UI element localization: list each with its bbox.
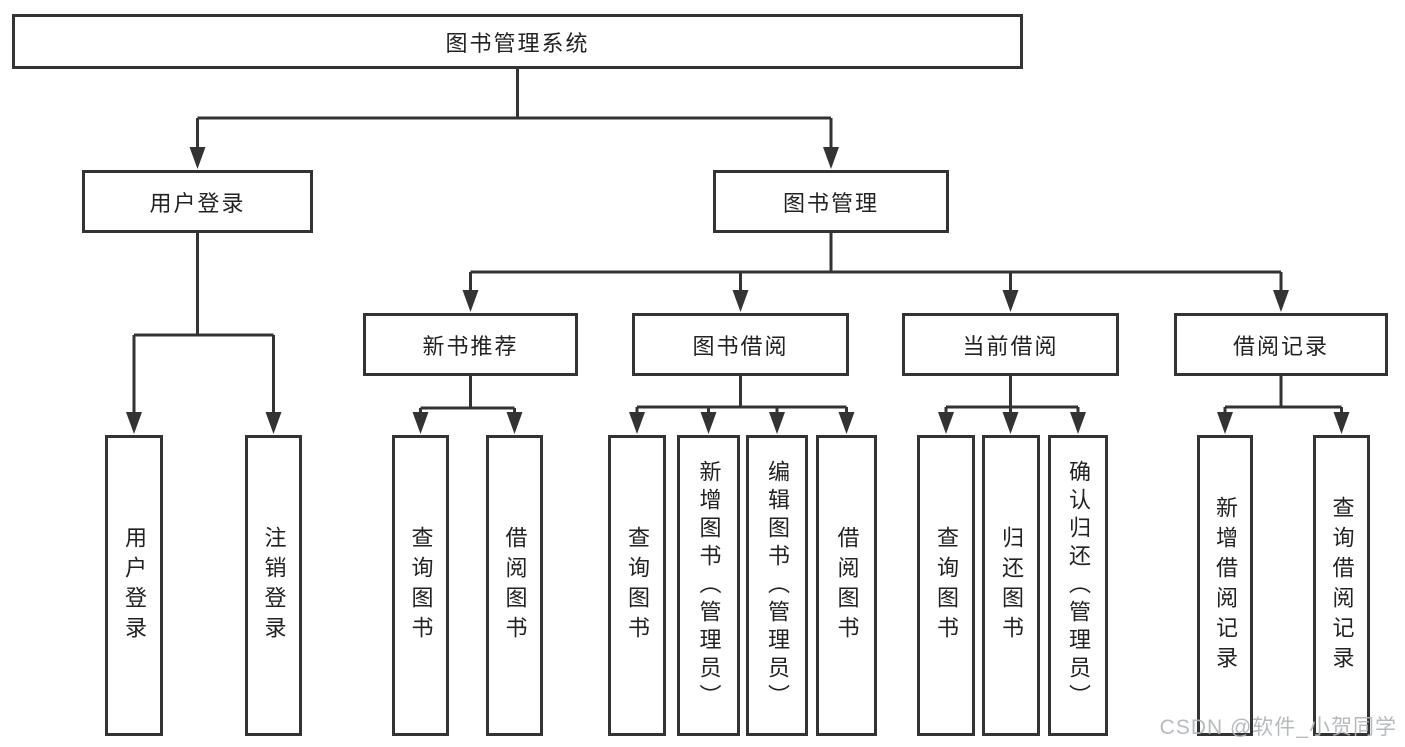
node-book-borrow: 图书借阅 [632,313,849,376]
connector-book-borrow-branch [635,376,848,414]
arrow-icon [629,412,645,434]
arrow-icon [189,147,206,169]
node-user-login: 用户登录 [82,170,313,233]
leaf-nb-query-book-label: 查询图书 [408,525,434,646]
csdn-watermark: CSDN @软件_小贺同学 [1159,716,1397,739]
leaf-cb-confirm-return-admin: 确认归还（管理员） [1048,435,1108,736]
arrow-icon [700,412,717,434]
connector-book-mgmt-branch [469,233,1283,292]
arrow-icon [126,412,142,434]
node-user-login-label: 用户登录 [149,190,246,216]
arrow-icon [1217,412,1233,434]
arrow-icon [732,290,749,312]
arrow-icon [1333,412,1350,434]
node-root-label: 图书管理系统 [445,30,590,56]
node-borrow-record-label: 借阅记录 [1232,333,1329,359]
arrow-icon [265,412,282,434]
leaf-cb-return-book-label: 归还图书 [999,525,1024,646]
node-current-borrow-label: 当前借阅 [962,333,1059,359]
node-new-book-recommend-label: 新书推荐 [422,333,519,359]
arrow-icon [462,290,479,312]
leaf-bb-edit-book-admin-label: 编辑图书（管理员） [765,459,790,712]
connector-new-book-branch [419,376,516,414]
leaf-cb-query-book-label: 查询图书 [934,525,959,646]
node-current-borrow: 当前借阅 [902,313,1119,376]
arrow-icon [412,412,429,434]
node-new-book-recommend: 新书推荐 [363,313,578,376]
leaf-bb-borrow-book: 借阅图书 [816,435,877,736]
connector-user-login-branch [132,233,275,414]
arrow-icon [1002,290,1019,312]
leaf-nb-borrow-book: 借阅图书 [486,435,543,736]
connector-borrow-record-branch [1223,376,1343,414]
leaf-bb-edit-book-admin: 编辑图书（管理员） [746,435,808,736]
leaf-cb-confirm-return-admin-label: 确认归还（管理员） [1066,459,1091,712]
arrow-icon [1273,290,1289,312]
leaf-user-login: 用户登录 [105,435,163,736]
connector-root-to-level1 [196,69,833,149]
connector-current-borrow-branch [944,376,1080,414]
leaf-nb-borrow-book-label: 借阅图书 [502,525,528,646]
arrow-icon [938,412,954,434]
node-book-mgmt: 图书管理 [713,170,949,233]
leaf-nb-query-book: 查询图书 [392,435,449,736]
leaf-bb-borrow-book-label: 借阅图书 [834,525,860,646]
leaf-br-add-record: 新增借阅记录 [1197,435,1253,736]
leaf-cb-return-book: 归还图书 [982,435,1040,736]
leaf-br-query-record: 查询借阅记录 [1313,435,1370,736]
leaf-bb-query-book-label: 查询图书 [625,525,650,646]
arrow-icon [1002,412,1019,434]
node-book-mgmt-label: 图书管理 [782,190,879,216]
leaf-bb-add-book-admin-label: 新增图书（管理员） [696,459,722,712]
leaf-br-query-record-label: 查询借阅记录 [1329,495,1355,676]
node-root: 图书管理系统 [12,14,1023,69]
leaf-bb-query-book: 查询图书 [608,435,666,736]
arrow-icon [769,412,785,434]
leaf-user-login-label: 用户登录 [122,525,147,646]
arrow-icon [506,412,523,434]
node-book-borrow-label: 图书借阅 [692,333,789,359]
arrow-icon [838,412,855,434]
leaf-br-add-record-label: 新增借阅记录 [1213,495,1238,676]
leaf-logout-login: 注销登录 [245,435,302,736]
leaf-bb-add-book-admin: 新增图书（管理员） [677,435,740,736]
node-borrow-record: 借阅记录 [1174,313,1388,376]
arrow-icon [823,147,839,169]
leaf-logout-login-label: 注销登录 [261,525,287,646]
leaf-cb-query-book: 查询图书 [917,435,975,736]
arrow-icon [1070,412,1086,434]
